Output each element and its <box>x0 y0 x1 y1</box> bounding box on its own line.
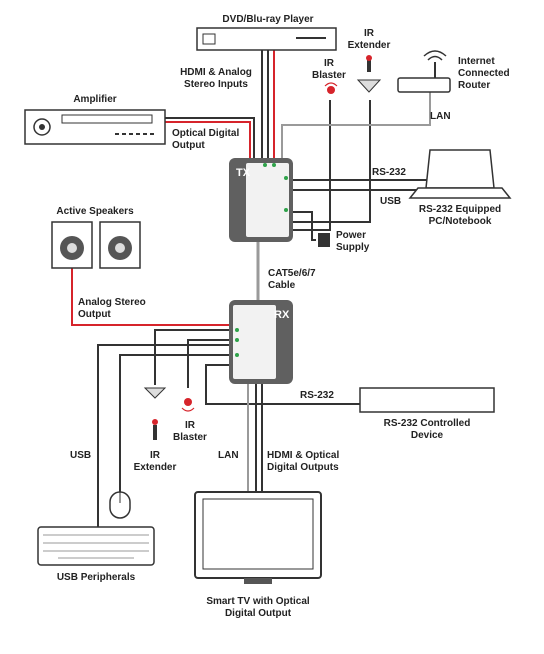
smart-tv-label-1: Smart TV with Optical <box>206 596 310 607</box>
rx-unit-label: RX <box>274 309 290 321</box>
hdmi-analog-inputs-label-2: Stereo Inputs <box>184 79 248 90</box>
dvd-player: DVD/Blu-ray Player <box>196 14 337 51</box>
power-supply: Power Supply <box>318 230 370 253</box>
active-speakers-label: Active Speakers <box>56 206 134 217</box>
smart-tv: Smart TV with Optical Digital Output <box>194 491 322 619</box>
router-label-line1: Internet <box>458 56 495 67</box>
mouse-cable <box>119 354 230 492</box>
lan-top-cable <box>281 92 431 158</box>
internet-router: Internet Connected Router <box>397 50 510 93</box>
usb-top-label: USB <box>380 196 401 207</box>
ir-blaster-top: IR Blaster <box>312 58 346 94</box>
rs232-device-label-1: RS-232 Controlled <box>384 418 471 429</box>
ir-blaster-bottom-label-1: IR <box>185 420 196 431</box>
router-label-line2: Connected <box>458 68 510 79</box>
wifi-icon <box>423 50 447 61</box>
optical-digital-output-label-1: Optical Digital <box>172 128 239 139</box>
smart-tv-label-2: Digital Output <box>225 608 292 619</box>
usb-bottom-cable <box>97 344 230 527</box>
ir-blaster-top-cable <box>292 100 331 231</box>
amplifier: Amplifier <box>24 94 166 145</box>
active-speakers: Active Speakers <box>51 206 141 269</box>
ir-blaster-top-label-1: IR <box>324 58 335 69</box>
router-label-line3: Router <box>458 80 490 91</box>
tx-unit-label: TX <box>236 167 251 179</box>
keyboard-icon <box>37 526 155 566</box>
power-supply-label-2: Supply <box>336 242 370 253</box>
pc-label-line2: PC/Notebook <box>429 216 492 227</box>
ir-extender-top-label-2: Extender <box>348 40 391 51</box>
cat-cable-label-2: Cable <box>268 280 296 291</box>
rs232-device-label-2: Device <box>411 430 444 441</box>
rx-unit: RX <box>229 300 293 384</box>
ir-blaster-bottom-label-2: Blaster <box>173 432 207 443</box>
dvd-player-label: DVD/Blu-ray Player <box>222 14 313 25</box>
rs232-bottom-label: RS-232 <box>300 390 334 401</box>
lan-bottom-label: LAN <box>218 450 239 461</box>
ir-blaster-bottom: IR Blaster <box>173 398 207 443</box>
connection-labels: HDMI & Analog Stereo Inputs Optical Digi… <box>70 67 451 473</box>
cables <box>71 50 470 527</box>
usb-peripherals: USB Peripherals <box>37 491 155 583</box>
hdmi-analog-inputs-label-1: HDMI & Analog <box>180 67 252 78</box>
ir-extender-bottom: IR Extender <box>134 387 177 473</box>
amplifier-optical-red-cable <box>165 121 251 158</box>
ir-extender-bottom-cable <box>154 329 230 385</box>
ir-extender-bottom-label-1: IR <box>150 450 161 461</box>
ir-blaster-top-label-2: Blaster <box>312 70 346 81</box>
analog-stereo-output-label-1: Analog Stereo <box>78 297 146 308</box>
power-supply-label-1: Power <box>336 230 366 241</box>
amplifier-optical-cable <box>165 117 255 158</box>
rs232-controlled-device: RS-232 Controlled Device <box>359 387 495 441</box>
pc-notebook: RS-232 Equipped PC/Notebook <box>408 149 512 227</box>
ir-extender-top-cable <box>292 100 371 223</box>
tx-unit: TX <box>229 158 293 242</box>
power-cable <box>292 211 316 241</box>
hdmi-optical-outputs-label-2: Digital Outputs <box>267 462 339 473</box>
optical-digital-output-label-2: Output <box>172 140 205 151</box>
cat-cable-label-1: CAT5e/6/7 <box>268 268 316 279</box>
ir-extender-top-label-1: IR <box>364 28 375 39</box>
ir-extender-bottom-label-2: Extender <box>134 462 177 473</box>
usb-bottom-label: USB <box>70 450 91 461</box>
usb-peripherals-label: USB Peripherals <box>57 572 136 583</box>
analog-stereo-output-label-2: Output <box>78 309 111 320</box>
rs232-top-label: RS-232 <box>372 167 406 178</box>
analog-stereo-cable <box>71 268 230 326</box>
rs232-bottom-cable <box>205 364 360 405</box>
lan-top-label: LAN <box>430 111 451 122</box>
hdmi-optical-outputs-label-1: HDMI & Optical <box>267 450 339 461</box>
pc-label-line1: RS-232 Equipped <box>419 204 501 215</box>
amplifier-label: Amplifier <box>73 94 116 105</box>
ir-extender-top: IR Extender <box>348 28 391 93</box>
ir-blaster-bottom-cable <box>187 339 230 388</box>
mouse-icon <box>109 491 131 519</box>
